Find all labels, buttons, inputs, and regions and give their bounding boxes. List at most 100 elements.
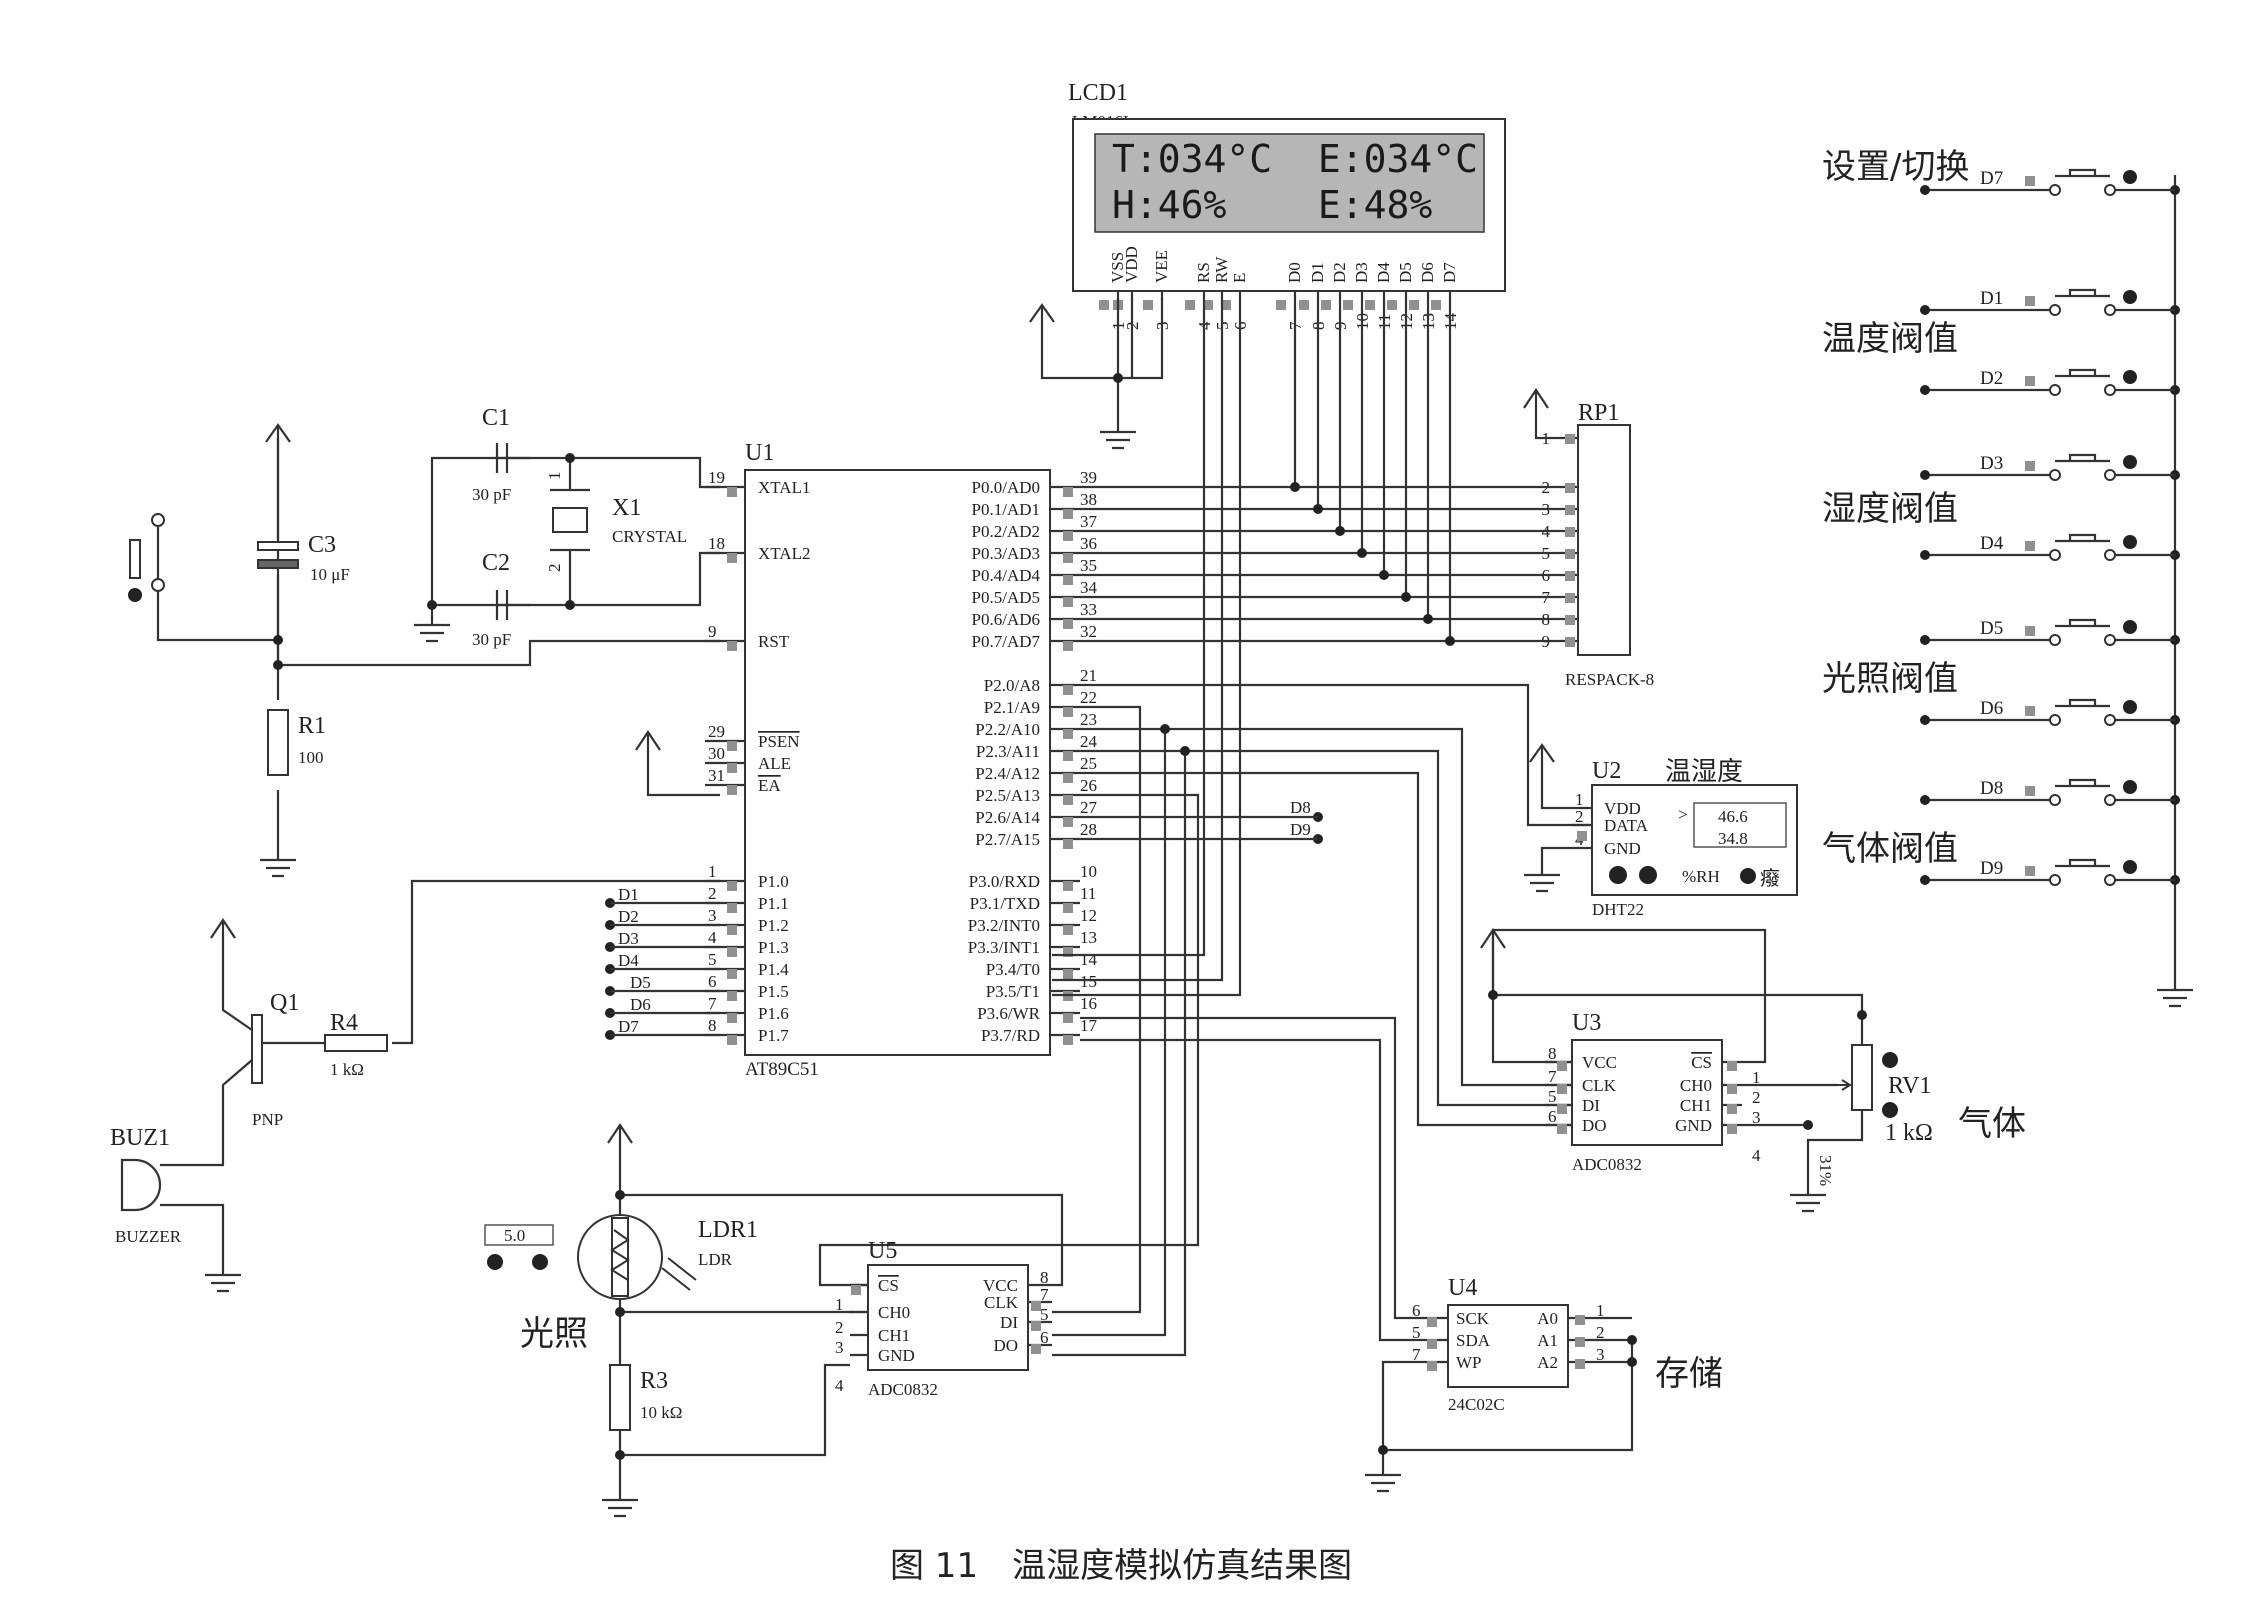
rv1-body[interactable]	[1851, 1044, 1873, 1111]
u2-pin-name: GND	[1604, 839, 1641, 858]
button-d6[interactable]: D6	[1920, 698, 2175, 726]
button-net-label: D9	[1980, 858, 2003, 879]
mcu-pin-number: 14	[1080, 950, 1098, 969]
rv1-label: 气体	[1958, 1104, 2026, 1144]
u4-pin-marker	[1427, 1361, 1437, 1371]
u2-up-button[interactable]	[1609, 866, 1627, 884]
mcu-pin-number: 28	[1080, 820, 1097, 839]
u2-pin-number: 1	[1575, 790, 1584, 809]
mcu-pin-marker	[727, 785, 737, 795]
ground-r3	[602, 1498, 638, 1518]
junction	[1180, 746, 1190, 756]
button-function-label: 气体阀值	[1822, 829, 1958, 869]
u2-pin-name: VDD	[1604, 799, 1641, 818]
rv1-value: 1 kΩ	[1885, 1120, 1933, 1146]
r4-value: 1 kΩ	[330, 1060, 364, 1079]
vcc-dht	[1529, 743, 1555, 763]
button-net-label: D1	[1980, 288, 2003, 309]
lcd-pin-name: D2	[1330, 262, 1349, 283]
mcu-pin-number: 26	[1080, 776, 1097, 795]
button-net-label: D6	[1980, 698, 2003, 719]
u4-pin-number: 7	[1412, 1345, 1421, 1364]
mcu-pin-marker	[1063, 773, 1073, 783]
u5-pin-number: 4	[835, 1376, 844, 1395]
u2-down-button[interactable]	[1639, 866, 1657, 884]
button-function-label: 湿度阀值	[1822, 489, 1958, 529]
u3-pin-marker	[1727, 1061, 1737, 1071]
u4-pin-name: SCK	[1456, 1309, 1490, 1328]
junction	[1160, 724, 1170, 734]
c2: C2 30 pF	[472, 550, 511, 649]
net-label: D4	[618, 951, 639, 970]
button-function-label: 光照阀值	[1822, 659, 1958, 699]
mcu-pin-marker	[1063, 903, 1073, 913]
mcu-pin-name: P3.3/INT1	[968, 938, 1040, 957]
mcu-pin-marker	[1063, 509, 1073, 519]
junction	[1627, 1335, 1637, 1345]
buz1: BUZ1 BUZZER	[110, 1125, 182, 1246]
button-pin-marker	[2025, 296, 2035, 306]
mcu-pin-name: P2.4/A12	[975, 764, 1040, 783]
u3-pin-name: VCC	[1582, 1053, 1617, 1072]
mcu-pin-marker	[727, 969, 737, 979]
lcd-pin-marker	[1365, 300, 1375, 310]
button-pin-marker	[2025, 541, 2035, 551]
u2-ref: U2	[1592, 758, 1621, 784]
ldr1-ref: LDR1	[698, 1217, 758, 1243]
mcu-pin-name: P0.2/AD2	[972, 522, 1040, 541]
mcu-pin-number: 32	[1080, 622, 1097, 641]
rv1[interactable]: RV1 1 kΩ 气体 31%	[1816, 1044, 2026, 1186]
junction	[1378, 1445, 1388, 1455]
mcu-pin-number: 36	[1080, 534, 1097, 553]
ldr1: LDR1 LDR 光照	[520, 1214, 758, 1354]
mcu-pin-number: 34	[1080, 578, 1098, 597]
reset-button[interactable]	[128, 513, 165, 602]
button-d4[interactable]: D4	[1920, 533, 2175, 561]
button-d9[interactable]: D9	[1920, 858, 2175, 886]
r3-value: 10 kΩ	[640, 1403, 682, 1422]
q1-ref: Q1	[270, 990, 299, 1016]
mcu-pin-number: 22	[1080, 688, 1097, 707]
reset-button-cap[interactable]	[129, 539, 141, 579]
mcu-pin-name: P3.7/RD	[981, 1026, 1040, 1045]
button-pin-marker	[2025, 461, 2035, 471]
c3: C3 10 μF	[257, 532, 350, 584]
u3-pin-marker	[1727, 1124, 1737, 1134]
mcu-pin-name: P1.2	[758, 916, 789, 935]
lcd-pin-name: E	[1230, 273, 1249, 283]
junction	[615, 1450, 625, 1460]
vcc-lcd	[1029, 303, 1055, 335]
buz1-ref: BUZ1	[110, 1125, 170, 1151]
lcd-pin-name: D4	[1374, 262, 1393, 283]
u5-pin-name: VCC	[983, 1276, 1018, 1295]
net-label: D9	[1290, 820, 1311, 839]
u3-pin-marker	[1557, 1061, 1567, 1071]
u2-mode-button[interactable]	[1740, 868, 1756, 884]
c1: C1 30 pF	[472, 405, 511, 504]
lcd1: LCD1 LM016L T:034°C E:034°C H:46% E:48% …	[1068, 80, 1506, 330]
net-label: D8	[1290, 798, 1311, 817]
button-d2[interactable]: D2	[1920, 368, 2175, 396]
u4-pin-number: 3	[1596, 1345, 1605, 1364]
lcd-pin-name: D0	[1285, 262, 1304, 283]
mcu-pin-marker	[727, 487, 737, 497]
rv1-percent: 31%	[1816, 1155, 1835, 1186]
light-meter[interactable]: 5.0	[484, 1224, 554, 1270]
mcu-pin-number: 21	[1080, 666, 1097, 685]
ground-buttons	[2157, 988, 2193, 1008]
mcu-pin-name: P2.0/A8	[984, 676, 1040, 695]
mcu-pin-number: 9	[708, 622, 717, 641]
junction	[1113, 373, 1123, 383]
wiring	[156, 175, 2177, 1500]
mcu-pin-marker	[1063, 487, 1073, 497]
button-pin-marker	[2025, 376, 2035, 386]
u5-pin-name: CS	[878, 1276, 899, 1295]
ground-rv1	[1790, 1193, 1826, 1213]
mcu-pin-name: PSEN	[758, 732, 800, 751]
